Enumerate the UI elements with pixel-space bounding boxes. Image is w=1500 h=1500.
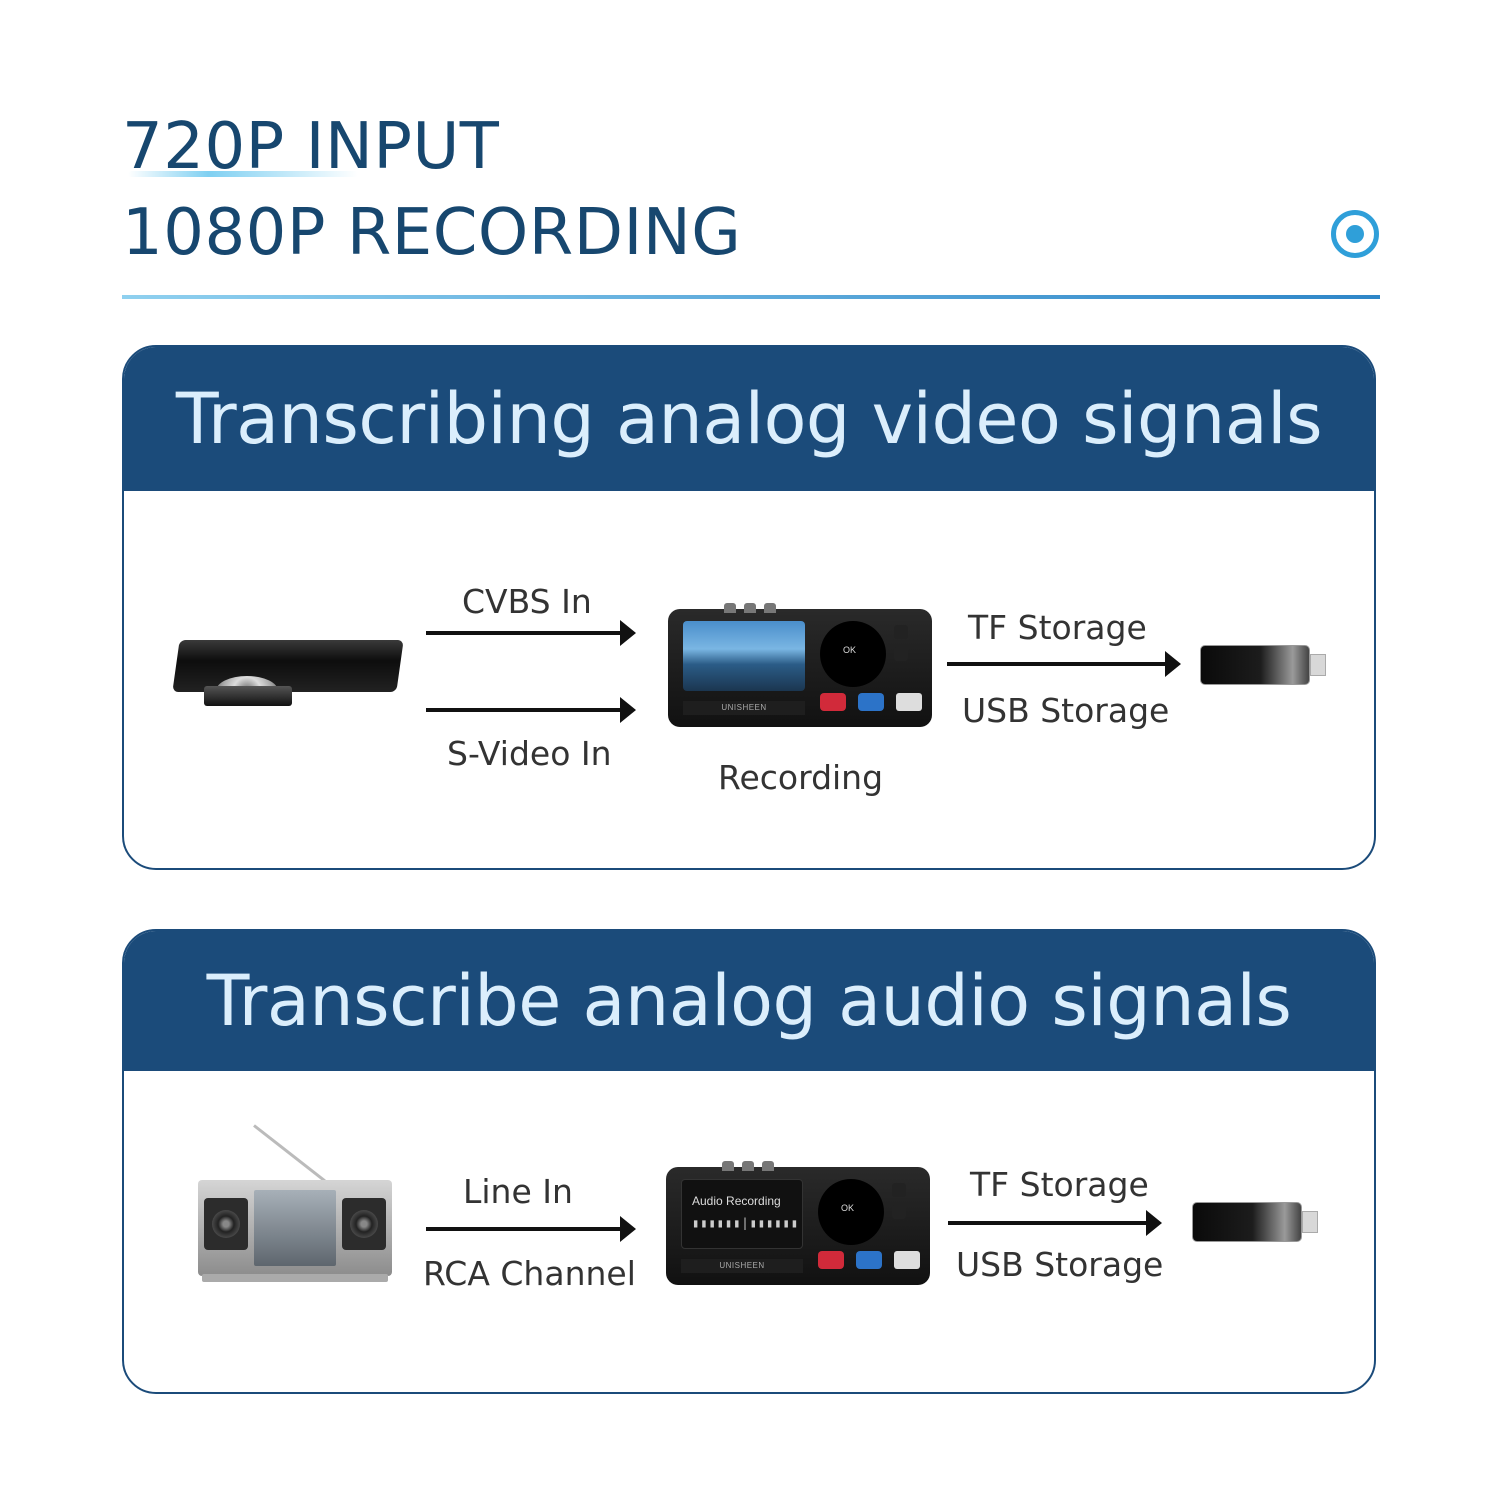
storage-arrow-icon bbox=[947, 651, 1181, 677]
rec-stop-button-icon bbox=[820, 693, 846, 711]
rec-stop-button-icon bbox=[818, 1251, 844, 1269]
usb-storage-label: USB Storage bbox=[956, 1245, 1164, 1284]
device-button bbox=[894, 647, 908, 661]
dvd-player-icon bbox=[172, 640, 404, 712]
av-button-icon bbox=[896, 693, 922, 711]
audio-recording-screen-label: Audio Recording bbox=[692, 1194, 781, 1208]
rca-jacks-icon bbox=[724, 600, 788, 613]
ok-label: OK bbox=[843, 645, 857, 655]
video-panel-title: Transcribing analog video signals bbox=[124, 347, 1374, 491]
camera-button-icon bbox=[858, 693, 884, 711]
cvbs-arrow-icon bbox=[426, 620, 636, 646]
s-video-arrow-icon bbox=[426, 697, 636, 723]
tf-storage-label: TF Storage bbox=[970, 1165, 1149, 1204]
av-button-icon bbox=[894, 1251, 920, 1269]
line-in-arrow-icon bbox=[426, 1216, 636, 1242]
device-button bbox=[894, 625, 908, 639]
rca-jacks-icon bbox=[722, 1158, 786, 1171]
title-swoosh-decoration bbox=[128, 171, 358, 177]
s-video-in-label: S-Video In bbox=[447, 734, 612, 773]
recording-label: Recording bbox=[718, 758, 884, 797]
dpad-icon: OK bbox=[820, 621, 886, 687]
device-button bbox=[892, 1183, 906, 1197]
video-recorder-device: UNISHEEN OK bbox=[668, 603, 932, 727]
camera-button-icon bbox=[856, 1251, 882, 1269]
usb-storage-label: USB Storage bbox=[962, 691, 1170, 730]
storage-arrow-icon bbox=[948, 1210, 1162, 1236]
device-brand-label: UNISHEEN bbox=[681, 1259, 803, 1273]
recorder-screen bbox=[683, 621, 805, 691]
rca-channel-label: RCA Channel bbox=[423, 1254, 636, 1293]
cvbs-in-label: CVBS In bbox=[462, 582, 592, 621]
usb-drive-icon bbox=[1192, 1202, 1320, 1242]
audio-recorder-device: Audio Recording ▮▮▮▮▮▮|▮▮▮▮▮▮ UNISHEEN O… bbox=[666, 1161, 930, 1285]
header-divider bbox=[122, 295, 1380, 299]
device-button bbox=[892, 1205, 906, 1219]
usb-drive-icon bbox=[1200, 645, 1328, 685]
device-brand-label: UNISHEEN bbox=[683, 701, 805, 715]
header-title-line-2: 1080P RECORDING bbox=[122, 196, 742, 270]
target-icon bbox=[1331, 210, 1379, 258]
ok-label: OK bbox=[841, 1203, 855, 1213]
boombox-icon bbox=[198, 1124, 392, 1284]
audio-panel-title: Transcribe analog audio signals bbox=[124, 931, 1374, 1071]
level-meter-icon: ▮▮▮▮▮▮|▮▮▮▮▮▮ bbox=[692, 1216, 799, 1230]
line-in-label: Line In bbox=[463, 1172, 573, 1211]
dpad-icon: OK bbox=[818, 1179, 884, 1245]
recorder-screen: Audio Recording ▮▮▮▮▮▮|▮▮▮▮▮▮ bbox=[681, 1179, 803, 1249]
tf-storage-label: TF Storage bbox=[968, 608, 1147, 647]
